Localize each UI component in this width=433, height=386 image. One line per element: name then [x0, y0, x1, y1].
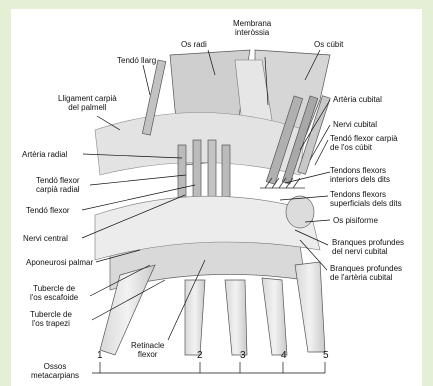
- label-nervi-cubital: Nervi cubital: [333, 120, 377, 129]
- label-tendo-llarg: Tendó llarg: [117, 56, 156, 65]
- label-os-pisiforme: Os pisiforme: [333, 216, 378, 225]
- label-os-cubit: Os cúbit: [314, 40, 343, 49]
- label-aponeurosi: Aponeurosi palmar: [26, 258, 93, 267]
- metacarpal-number-4: 4: [281, 350, 287, 361]
- metacarpal-number-2: 2: [197, 350, 203, 361]
- metacarpal-number-3: 3: [240, 350, 246, 361]
- label-os-radi: Os radi: [181, 40, 207, 49]
- label-arteria-cubital: Artèria cubital: [333, 95, 382, 104]
- label-arteria-radial: Artèria radial: [22, 150, 67, 159]
- metacarpal-number-5: 5: [323, 350, 329, 361]
- label-nervi-central: Nervi central: [23, 234, 68, 243]
- label-tendo-flexor: Tendó flexor: [26, 206, 70, 215]
- pisiform: [286, 196, 314, 228]
- metacarpal-number-1: 1: [97, 350, 103, 361]
